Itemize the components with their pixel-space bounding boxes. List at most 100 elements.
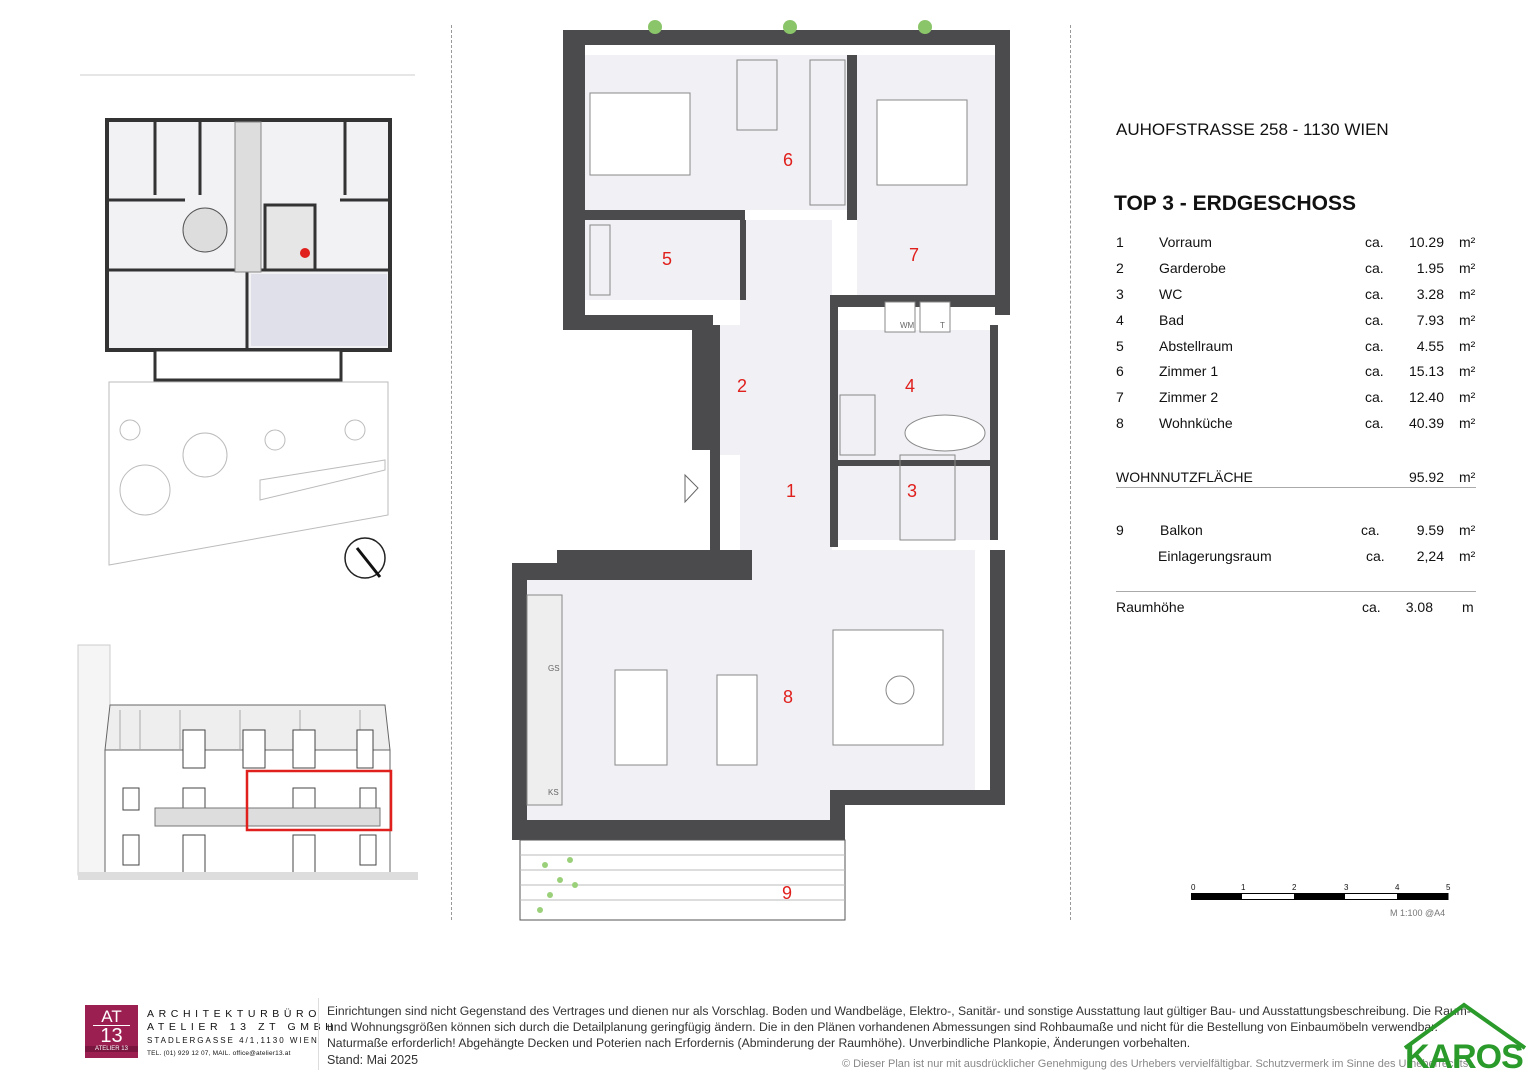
- room-name: Abstellraum: [1159, 338, 1233, 354]
- total-label: WOHNNUTZFLÄCHE: [1116, 469, 1253, 485]
- room-name: Bad: [1159, 312, 1184, 328]
- height-value: 3.08: [1405, 599, 1433, 615]
- firm-line1: ARCHITEKTURBÜRO: [147, 1008, 322, 1020]
- room-unit: m²: [1459, 363, 1476, 379]
- room-name: Zimmer 1: [1159, 363, 1219, 379]
- room-num: 7: [1116, 389, 1124, 405]
- highlighted-unit: [251, 274, 387, 346]
- room-unit: m²: [1459, 260, 1476, 276]
- height-ca: ca.: [1362, 599, 1381, 615]
- atelier13-logo: AT 13 ATELIER 13: [85, 1005, 138, 1058]
- scale-tick: 3: [1344, 883, 1349, 892]
- scale-tick: 0: [1191, 883, 1196, 892]
- room-label-6: 6: [783, 150, 793, 170]
- copyright-notice: © Dieser Plan ist nur mit ausdrücklicher…: [842, 1058, 1472, 1070]
- site-key-plan: [80, 74, 415, 579]
- address: AUHOFSTRASSE 258 - 1130 WIEN: [1116, 120, 1389, 139]
- disclaimer-text: Einrichtungen sind nicht Gegenstand des …: [327, 1004, 1471, 1050]
- kitchen-counter: [526, 594, 563, 806]
- room-name: WC: [1159, 286, 1183, 302]
- firm-address: STADLERGASSE 4/1,1130 WIEN: [147, 1036, 319, 1045]
- kitchen-island: [614, 669, 668, 766]
- plants: [648, 20, 932, 34]
- fridge-label: KS: [548, 788, 559, 797]
- divider-line: [1116, 591, 1476, 592]
- furniture: [526, 59, 986, 806]
- extra-area: 9.59: [1416, 522, 1444, 538]
- room-num: 6: [1116, 363, 1124, 379]
- total-unit: m²: [1459, 469, 1476, 485]
- dryer-label: T: [940, 321, 945, 330]
- karos-logo: KAROS: [1405, 1038, 1524, 1076]
- divider-right: [1070, 25, 1071, 920]
- room-ca: ca.: [1365, 286, 1384, 302]
- unit-title: TOP 3 - ERDGESCHOSS: [1114, 192, 1356, 215]
- extra-ca: ca.: [1366, 548, 1385, 564]
- room-ca: ca.: [1365, 338, 1384, 354]
- scale-label: M 1:100 @A4: [1390, 908, 1446, 918]
- room-area: 3.28: [1416, 286, 1444, 302]
- elevation-view: [77, 644, 418, 880]
- total-area: 95.92: [1408, 469, 1444, 485]
- room-label-4: 4: [905, 376, 915, 396]
- logo-text-13: 13: [93, 1025, 130, 1046]
- location-marker: [300, 248, 310, 258]
- room-num: 5: [1116, 338, 1124, 354]
- room-area: 1.95: [1416, 260, 1444, 276]
- garden: [108, 381, 389, 566]
- washing-machine-label: WM: [900, 321, 915, 330]
- room-unit: m²: [1459, 234, 1476, 250]
- scale-tick: 2: [1292, 883, 1297, 892]
- room-name: Vorraum: [1159, 234, 1212, 250]
- room-label-3: 3: [907, 481, 917, 501]
- height-label: Raumhöhe: [1116, 599, 1185, 615]
- scale-bar-graphic: [1191, 893, 1449, 900]
- building-footprint: [105, 118, 392, 382]
- floor-plan: WM T GS KS 1 2 3 4 5 6 7 8 9: [512, 20, 1010, 921]
- total-row: WOHNNUTZFLÄCHE 95.92 m²: [1116, 469, 1476, 489]
- room-label-8: 8: [783, 687, 793, 707]
- room-ca: ca.: [1365, 415, 1384, 431]
- scale-tick: 4: [1395, 883, 1400, 892]
- extra-num: 9: [1116, 522, 1124, 538]
- balcony: [519, 839, 846, 921]
- room-num: 3: [1116, 286, 1124, 302]
- scale-tick: 5: [1446, 883, 1451, 892]
- room-unit: m²: [1459, 415, 1476, 431]
- room-label-5: 5: [662, 249, 672, 269]
- room-label-2: 2: [737, 376, 747, 396]
- room-ca: ca.: [1365, 363, 1384, 379]
- room-name: Zimmer 2: [1159, 389, 1219, 405]
- north-arrow-icon: [344, 537, 386, 579]
- room-label-7: 7: [909, 245, 919, 265]
- firm-line2: ATELIER 13 ZT GMBH: [147, 1021, 338, 1033]
- divider-left: [451, 25, 452, 920]
- room-area: 40.39: [1408, 415, 1444, 431]
- bed-1: [589, 92, 691, 176]
- room-area: 4.55: [1416, 338, 1444, 354]
- height-unit: m: [1462, 599, 1474, 615]
- room-ca: ca.: [1365, 389, 1384, 405]
- room-label-1: 1: [786, 481, 796, 501]
- entrance-arrow-icon: [684, 473, 699, 504]
- room-row: 3 WC ca. 3.28 m²: [1116, 286, 1476, 306]
- room-num: 2: [1116, 260, 1124, 276]
- room-label-9: 9: [782, 883, 792, 903]
- room-unit: m²: [1459, 312, 1476, 328]
- firm-contact: TEL. (01) 929 12 07, MAIL. office@atelie…: [147, 1050, 291, 1057]
- firm-info: ARCHITEKTURBÜRO ATELIER 13 ZT GMBH STADL…: [147, 1008, 337, 1060]
- room-area: 12.40: [1408, 389, 1444, 405]
- walls: [512, 30, 1010, 840]
- unit-highlight-box: [245, 769, 393, 832]
- room-unit: m²: [1459, 286, 1476, 302]
- dishwasher-label: GS: [548, 664, 560, 673]
- room-unit: m²: [1459, 389, 1476, 405]
- total-underline: [1116, 487, 1476, 488]
- room-name: Garderobe: [1159, 260, 1226, 276]
